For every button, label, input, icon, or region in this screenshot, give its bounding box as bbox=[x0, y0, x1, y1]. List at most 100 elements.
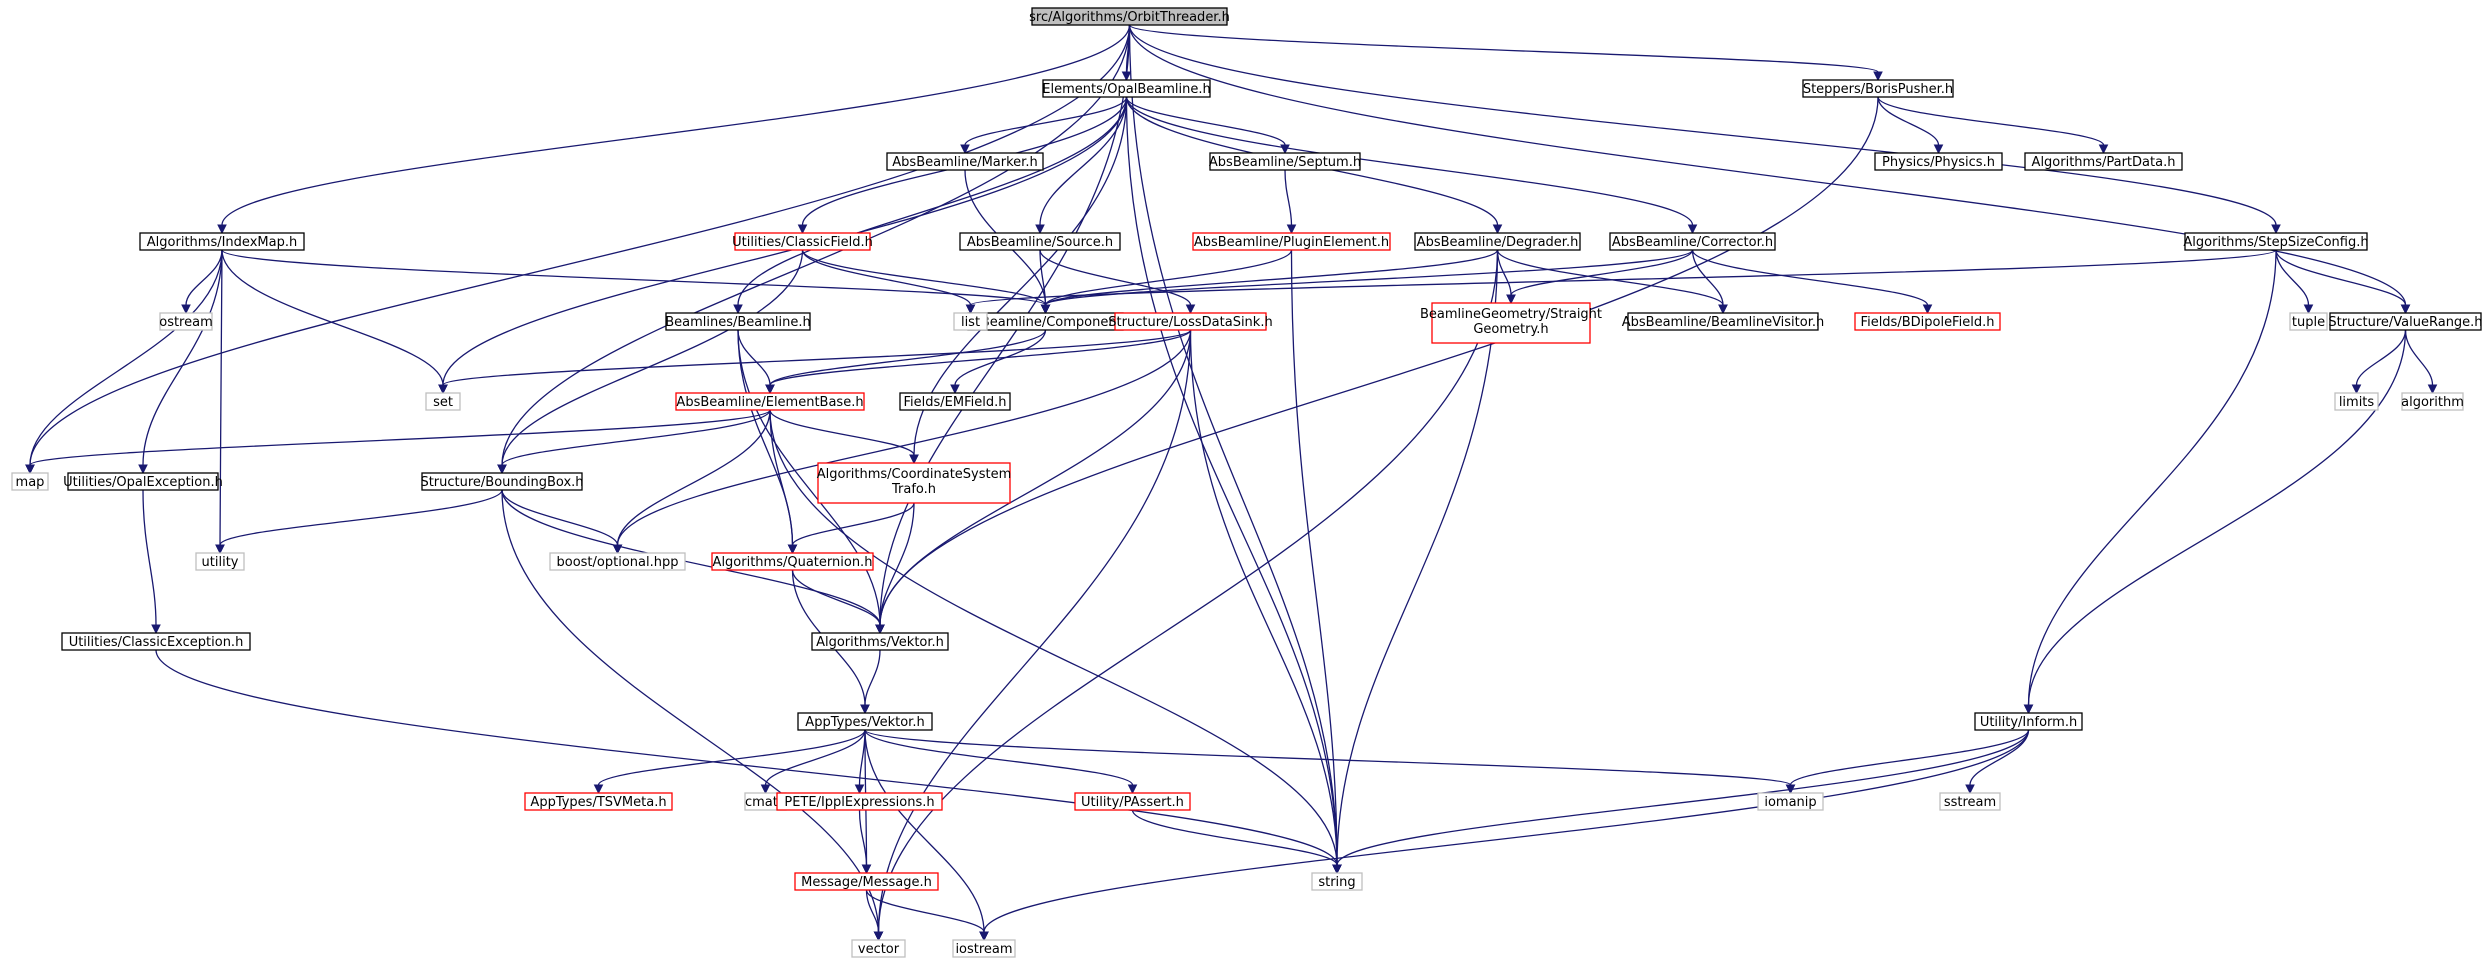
edge-line bbox=[864, 729, 1134, 786]
edge-line bbox=[221, 249, 1047, 306]
edge-line bbox=[879, 329, 1192, 626]
edge-arrowhead bbox=[765, 384, 775, 395]
edge-arrowhead bbox=[1185, 304, 1196, 315]
node-label: Utilities/ClassicException.h bbox=[69, 635, 244, 650]
edge-arrowhead bbox=[181, 304, 191, 315]
node-boris[interactable]: Steppers/BorisPusher.h bbox=[1802, 79, 1954, 98]
node-iostream: iostream bbox=[952, 939, 1016, 958]
edge-line bbox=[597, 729, 866, 786]
edge-line bbox=[1044, 249, 1694, 306]
edge-apptypesvektor-to-tsvmeta bbox=[593, 729, 866, 795]
node-label: Utilities/OpalException.h bbox=[63, 475, 223, 490]
node-sstream: sstream bbox=[1939, 792, 2001, 811]
node-plugin[interactable]: AbsBeamline/PluginElement.h bbox=[1192, 232, 1391, 251]
node-beamline[interactable]: Beamlines/Beamline.h bbox=[665, 312, 811, 331]
node-message[interactable]: Message/Message.h bbox=[794, 872, 939, 891]
node-valuerange[interactable]: Structure/ValueRange.h bbox=[2328, 312, 2483, 331]
node-elementbase[interactable]: AbsBeamline/ElementBase.h bbox=[675, 392, 865, 411]
edge-line bbox=[501, 489, 881, 626]
edge-beamline-to-quaternion bbox=[737, 329, 798, 555]
node-label: PETE/IpplExpressions.h bbox=[784, 795, 934, 810]
node-lossds[interactable]: Structure/LossDataSink.h bbox=[1108, 312, 1273, 331]
edge-line bbox=[877, 249, 1499, 933]
node-opal[interactable]: Elements/OpalBeamline.h bbox=[1042, 79, 1211, 98]
edge-arrowhead bbox=[217, 224, 227, 235]
edge-arrowhead bbox=[151, 624, 161, 635]
edge-boris-to-partdata bbox=[1877, 96, 2109, 155]
edge-line bbox=[1290, 249, 1338, 866]
node-box bbox=[2289, 312, 2328, 331]
node-apptypesvektor[interactable]: AppTypes/Vektor.h bbox=[797, 712, 933, 731]
edge-line bbox=[2027, 249, 2277, 706]
edge-line bbox=[616, 409, 771, 546]
node-label: Algorithms/Quaternion.h bbox=[713, 555, 873, 570]
edge-inform-to-string bbox=[1332, 729, 2030, 875]
node-stepsize[interactable]: Algorithms/StepSizeConfig.h bbox=[2183, 232, 2369, 251]
node-opalexc[interactable]: Utilities/OpalException.h bbox=[63, 472, 223, 491]
edge-arrowhead bbox=[1922, 304, 1933, 315]
edge-stepsize-to-list bbox=[965, 249, 2277, 315]
node-tsvmeta[interactable]: AppTypes/TSVMeta.h bbox=[524, 792, 673, 811]
node-label: Algorithms/StepSizeConfig.h bbox=[2183, 235, 2368, 250]
edge-line bbox=[1510, 249, 1694, 296]
edge-inform-to-sstream bbox=[1965, 729, 2030, 795]
node-marker[interactable]: AbsBeamline/Marker.h bbox=[886, 152, 1044, 171]
node-label: AbsBeamline/Source.h bbox=[967, 235, 1113, 250]
node-septum[interactable]: AbsBeamline/Septum.h bbox=[1209, 152, 1361, 171]
node-box bbox=[734, 232, 871, 251]
edge-elementbase-to-bbox bbox=[497, 409, 771, 475]
edge-arrowhead bbox=[965, 304, 976, 315]
node-box bbox=[953, 312, 988, 331]
node-boostopt: boost/optional.hpp bbox=[549, 552, 686, 571]
node-label: src/Algorithms/OrbitThreader.h bbox=[1029, 10, 1230, 25]
node-label: iomanip bbox=[1764, 795, 1816, 810]
edge-apptypesvektor-to-passert bbox=[864, 729, 1138, 795]
node-label: Message/Message.h bbox=[801, 875, 932, 890]
edge-arrowhead bbox=[215, 544, 225, 555]
node-degrader[interactable]: AbsBeamline/Degrader.h bbox=[1414, 232, 1581, 251]
node-component[interactable]: AbsBeamline/Component.h bbox=[957, 312, 1134, 331]
edge-line bbox=[501, 489, 619, 546]
edge-classicfield-to-component bbox=[801, 249, 1051, 315]
edge-arrowhead bbox=[2271, 224, 2281, 235]
node-physics[interactable]: Physics/Physics.h bbox=[1874, 152, 2003, 171]
edge-coordtrafo-to-quaternion bbox=[787, 502, 915, 555]
node-source[interactable]: AbsBeamline/Source.h bbox=[959, 232, 1121, 251]
node-box bbox=[159, 312, 213, 331]
edge-stepsize-to-inform bbox=[2023, 249, 2277, 715]
node-algorithm: algorithm bbox=[2401, 392, 2464, 411]
node-ipplexpr[interactable]: PETE/IpplExpressions.h bbox=[776, 792, 943, 811]
edge-arrowhead bbox=[1127, 784, 1138, 795]
node-label: Steppers/BorisPusher.h bbox=[1803, 82, 1953, 97]
node-bbox[interactable]: Structure/BoundingBox.h bbox=[420, 472, 584, 491]
node-label: Algorithms/CoordinateSystem bbox=[817, 467, 1012, 482]
node-box bbox=[1854, 312, 2001, 331]
node-algvektor[interactable]: Algorithms/Vektor.h bbox=[811, 632, 949, 651]
edge-line bbox=[1691, 249, 1724, 306]
node-label: Fields/EMField.h bbox=[904, 395, 1007, 410]
edge-passert-to-string bbox=[1131, 809, 1342, 875]
node-indexmap[interactable]: Algorithms/IndexMap.h bbox=[139, 232, 305, 251]
node-corrector[interactable]: AbsBeamline/Corrector.h bbox=[1609, 232, 1776, 251]
node-passert[interactable]: Utility/PAssert.h bbox=[1074, 792, 1191, 811]
node-visitor[interactable]: AbsBeamline/BeamlineVisitor.h bbox=[1622, 312, 1825, 331]
node-label: Algorithms/IndexMap.h bbox=[147, 235, 297, 250]
node-orbit[interactable]: src/Algorithms/OrbitThreader.h bbox=[1029, 7, 1230, 26]
edge-line bbox=[1039, 249, 1047, 306]
node-label: Algorithms/Vektor.h bbox=[816, 635, 944, 650]
edge-arrowhead bbox=[2303, 304, 2314, 315]
edge-line bbox=[801, 249, 1047, 306]
node-classicfield[interactable]: Utilities/ClassicField.h bbox=[732, 232, 873, 251]
node-quaternion[interactable]: Algorithms/Quaternion.h bbox=[711, 552, 874, 571]
node-inform[interactable]: Utility/Inform.h bbox=[1974, 712, 2083, 731]
edge-line bbox=[864, 729, 985, 933]
node-emfield[interactable]: Fields/EMField.h bbox=[899, 392, 1011, 411]
node-bdipole[interactable]: Fields/BDipoleField.h bbox=[1854, 312, 2001, 331]
node-partdata[interactable]: Algorithms/PartData.h bbox=[2024, 152, 2183, 171]
node-box bbox=[1627, 312, 1819, 331]
node-label: Structure/BoundingBox.h bbox=[420, 475, 583, 490]
node-classicexc[interactable]: Utilities/ClassicException.h bbox=[61, 632, 251, 651]
